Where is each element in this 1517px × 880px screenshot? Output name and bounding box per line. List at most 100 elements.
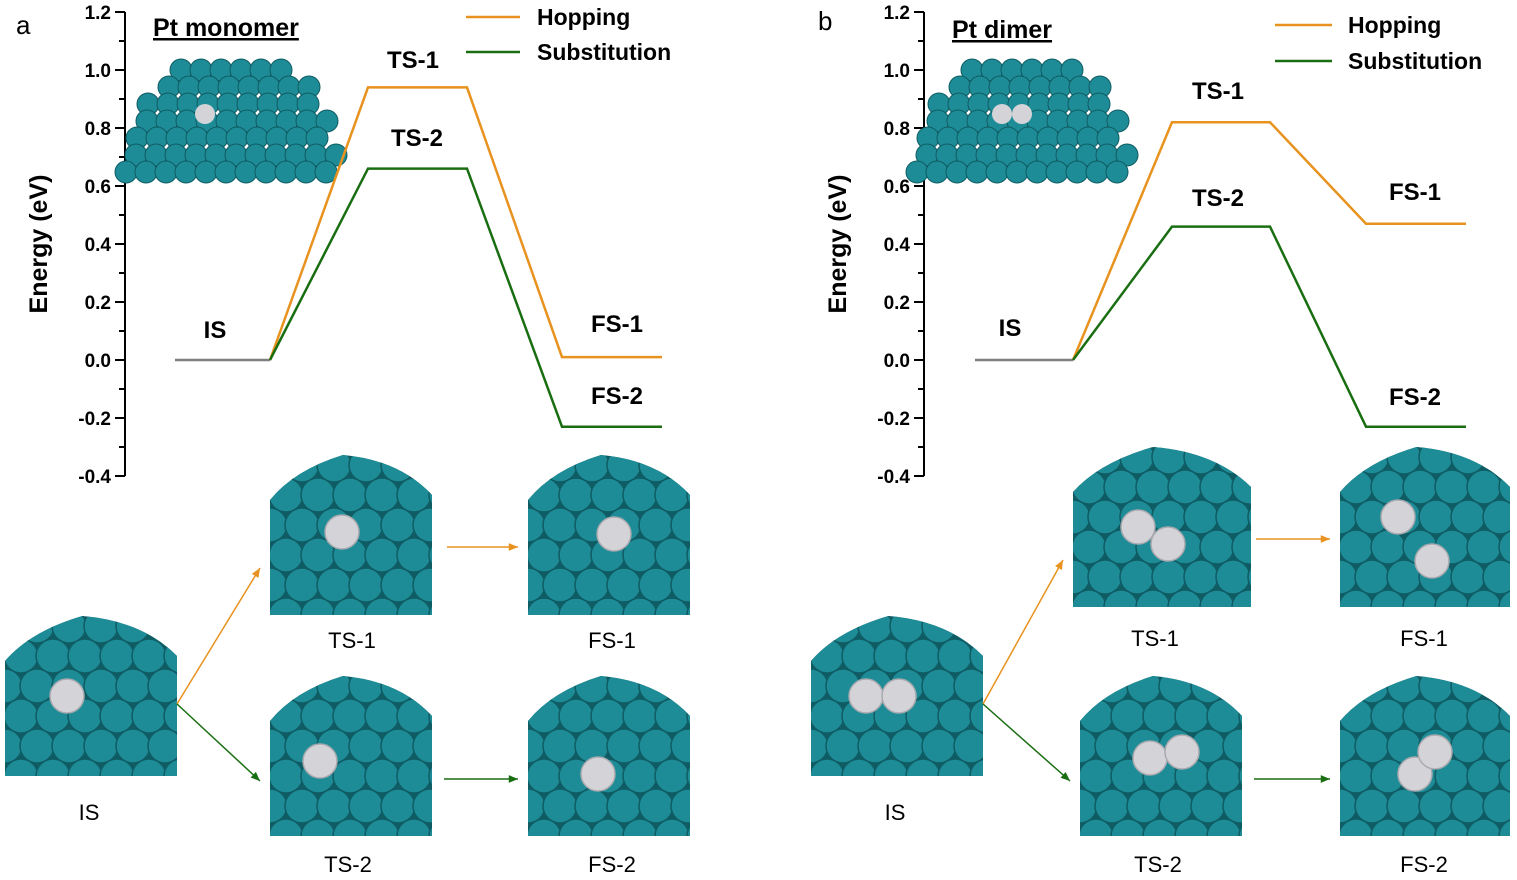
panel-b-fs1-atom (1498, 529, 1510, 565)
panel-b-inset-atom (1085, 160, 1109, 184)
panel-a-ts2-atom (412, 676, 432, 704)
panel-b-fs2-atom (1482, 676, 1510, 704)
panel-b-is-atom (921, 728, 957, 764)
panel-a-is-atom (99, 758, 135, 776)
panel-a-fs2-atom (670, 788, 690, 824)
panel-a-arrow-is-ts2 (176, 703, 261, 782)
panel-a-ts2-atom (396, 698, 432, 734)
panel-a-fs2-atom (606, 728, 642, 764)
panel-a-fs1-atom (511, 628, 545, 662)
panel-b-ts2-atom (1080, 698, 1114, 734)
panel-a-ts2-atom (348, 728, 384, 764)
panel-b-is-cluster-image (811, 616, 1036, 823)
panel-b-inset-atom (1065, 160, 1089, 184)
panel-b-ts1-atom (1119, 447, 1155, 475)
panel-b-fs1-atom (1418, 447, 1454, 475)
panel-b-ts1-atom (1264, 590, 1298, 624)
panel-a-caption-fs2: FS-2 (588, 852, 636, 877)
panel-b-ts2-atom (1094, 676, 1130, 704)
panel-a-ts2-atom (332, 698, 368, 734)
panel-b-ts1-atom (1151, 447, 1187, 475)
panel-b-ts1-atom (1248, 620, 1282, 654)
panel-b-is-atom (1002, 639, 1036, 673)
panel-b-ts1-atom (1215, 499, 1251, 535)
panel-b-ts2-atom (1126, 788, 1162, 824)
panel-b-ts2-atom (1080, 728, 1098, 764)
panel-b-fs1-atom (1498, 589, 1510, 607)
panel-a-fs2-atom (590, 818, 626, 836)
panel-b-ts1-atom (1103, 469, 1139, 505)
panel-a-fs2-atom (511, 849, 545, 880)
panel-a-is-atom (35, 758, 71, 776)
panel-a-ts2-atom (396, 758, 432, 794)
panel-a-inset-atom (154, 160, 178, 184)
panel-a-fs2-atom (654, 698, 690, 734)
panel-a-fs2-cluster-image (511, 676, 737, 880)
panel-a-is-atom (19, 616, 55, 644)
panel-a-fs1-atom (528, 567, 546, 603)
panel-b-fs2-atom (1340, 788, 1358, 824)
panel-a-fs1-atom (719, 538, 753, 572)
panel-a-ts2-atom (316, 788, 352, 824)
panel-a-ts2-atom (270, 758, 304, 794)
panel-a-ts1-atom (270, 537, 304, 573)
panel-a-is-atom (67, 758, 103, 776)
panel-a-label-is: IS (204, 317, 227, 344)
panel-a-is-atom (196, 699, 230, 733)
panel-b-ts2-atom (1158, 788, 1194, 824)
panel-b-fs1-atom (1386, 447, 1422, 475)
panel-b-caption-fs2: FS-2 (1400, 852, 1448, 877)
panel-a-fs2-atom (703, 789, 737, 823)
panel-b-fs2-atom (1466, 818, 1502, 836)
panel-b-ts2-atom (1190, 788, 1226, 824)
panel-a-fs1-atom (542, 567, 578, 603)
panel-b-is-atom (841, 638, 877, 674)
panel-a-caption-ts2: TS-2 (324, 852, 372, 877)
panel-a-is-atom (196, 759, 230, 793)
panel-b-series-substitution (1071, 225, 1466, 428)
panel-a-fs1-atom (670, 567, 690, 603)
panel-a-fs2-atom (686, 758, 690, 794)
panel-a-inset-atom (134, 160, 158, 184)
panel-a-ts1-atom (412, 567, 432, 603)
panel-b-fs1-atom (1418, 499, 1454, 535)
panel-a-is-atom (67, 638, 103, 674)
panel-b-is-atom (922, 789, 956, 823)
panel-b-label-ts2: TS-2 (1192, 185, 1244, 212)
panel-b-is-atom (921, 616, 957, 644)
panel-b-fs1-atoms (1340, 447, 1510, 607)
panel-b-is-atom (986, 669, 1020, 703)
panel-b-is-pt-atom (848, 678, 884, 714)
panel-a-ts1-atom (445, 448, 479, 482)
panel-b-is-atom (954, 789, 988, 823)
panel-a-ts1-atom (284, 567, 320, 603)
panel-b-ts2-atom (1222, 728, 1242, 764)
panel-a-ts1-atom (364, 597, 400, 615)
panel-b-is-atom (953, 728, 983, 764)
panel-a-ts2-atom (445, 669, 479, 703)
panel-a-fs1-atom (686, 537, 690, 573)
panel-b-ts2-atom (1255, 789, 1289, 823)
panel-b-ts2-atom (1063, 849, 1097, 880)
panel-b-fs1-atom (1482, 447, 1510, 475)
panel-a-fs1-atom (574, 455, 610, 483)
panel-a-ts1-atom (461, 538, 495, 572)
panel-a-is-atom (99, 698, 135, 734)
panel-a-is-pt-atom (49, 678, 85, 714)
panel-a-series-substitution (268, 167, 662, 428)
panel-a-y-tick-label: 0.4 (85, 235, 112, 256)
panel-a-ts2-atom (348, 788, 384, 824)
panel-b-arrow-is-ts1 (982, 559, 1064, 705)
panel-b-inset-atom (985, 160, 1009, 184)
panel-a-arrow-ts1-fs1 (447, 543, 518, 551)
panel-a-caption-fs1: FS-1 (588, 628, 636, 653)
panel-b-ts1-atom (1184, 620, 1218, 654)
panel-b-fs2-atom (1498, 758, 1510, 794)
panel-a-is-atom (5, 616, 23, 644)
panel-a-ts2-atom (445, 849, 479, 880)
panel-a-arrow-is-ts1-head (251, 568, 260, 578)
panel-b-ts2-atom (1206, 698, 1242, 734)
panel-a-ts2-atom (332, 818, 368, 836)
panel-b-y-axis-title: Energy (eV) (824, 175, 852, 314)
